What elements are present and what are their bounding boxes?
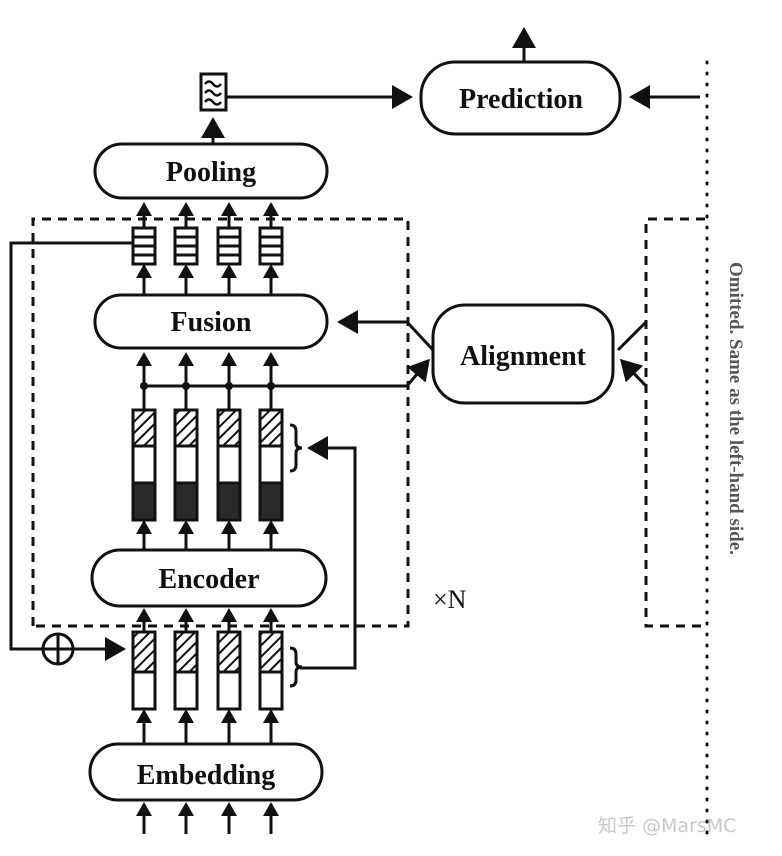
embedding-module: Embedding xyxy=(88,742,324,802)
embedded-vector-plain-cell xyxy=(216,670,242,711)
encoder-output-arrow-head xyxy=(178,520,194,534)
encoded-vector-plain-cell xyxy=(216,444,242,485)
right-to-alignment-arrow xyxy=(619,358,648,388)
encoded-vector-hatched-cell xyxy=(131,408,157,448)
embedded-vector-hatched-cell xyxy=(173,630,199,674)
fusion-module: Fusion xyxy=(93,293,329,350)
omitted-side-note: Omitted. Same as the left-hand side. xyxy=(725,262,746,555)
embedded-to-encoder-arrow-head xyxy=(221,608,237,622)
embedded-brace-icon xyxy=(289,646,303,688)
encoded-vector-dark-cell xyxy=(173,481,199,522)
input-arrow-head xyxy=(263,802,279,816)
encoded-to-fusion-arrow-head xyxy=(221,352,237,366)
prediction-module: Prediction xyxy=(419,60,622,136)
fused-to-pooling-arrow-head xyxy=(263,202,279,216)
input-arrow-head xyxy=(178,802,194,816)
encoded-vector-dark-cell xyxy=(258,481,284,522)
right-alignment-link-top xyxy=(616,320,648,352)
encoder-label: Encoder xyxy=(158,564,259,595)
encoded-vector-hatched-cell xyxy=(173,408,199,448)
fusion-output-arrow-head xyxy=(263,264,279,278)
encoded-vector-hatched-cell xyxy=(216,408,242,448)
pooling-label: Pooling xyxy=(166,157,256,188)
embedding-output-arrow-head xyxy=(178,709,194,723)
fused-to-pooling-arrow-head xyxy=(136,202,152,216)
embedded-vector-hatched-cell xyxy=(131,630,157,674)
wave-vector-icon xyxy=(199,72,228,112)
encoded-brace-icon xyxy=(289,423,303,473)
embedding-output-arrow-head xyxy=(221,709,237,723)
embedded-vector-hatched-cell xyxy=(258,630,284,674)
fusion-label: Fusion xyxy=(171,307,252,338)
embedded-vector-plain-cell xyxy=(131,670,157,711)
encoded-to-fusion-arrow-head xyxy=(178,352,194,366)
encoder-output-arrow-head xyxy=(136,520,152,534)
encoded-vector-hatched-cell xyxy=(258,408,284,448)
encoded-vector-dark-cell xyxy=(131,481,157,522)
fusion-output-arrow-head xyxy=(221,264,237,278)
embedded-vector-hatched-cell xyxy=(216,630,242,674)
embedded-to-encoder-arrow-head xyxy=(263,608,279,622)
embedding-output-arrow-head xyxy=(263,709,279,723)
encoded-vector-dark-cell xyxy=(216,481,242,522)
fused-to-pooling-arrow-head xyxy=(178,202,194,216)
embedding-output-arrow-head xyxy=(136,709,152,723)
embedded-vector-plain-cell xyxy=(173,670,199,711)
encoded-vector-plain-cell xyxy=(173,444,199,485)
fused-to-pooling-arrow-head xyxy=(221,202,237,216)
embedding-label: Embedding xyxy=(137,760,276,791)
prediction-label: Prediction xyxy=(459,84,583,115)
input-arrow-head xyxy=(136,802,152,816)
encoder-output-arrow-head xyxy=(221,520,237,534)
encoded-vector-plain-cell xyxy=(131,444,157,485)
input-arrow-head xyxy=(221,802,237,816)
embedded-vector-plain-cell xyxy=(258,670,284,711)
add-operator-icon xyxy=(41,632,75,666)
embedded-to-encoder-arrow-head xyxy=(178,608,194,622)
residual-connection-line xyxy=(9,241,133,651)
omitted-side-dashed-bracket xyxy=(644,217,705,628)
watermark: 知乎 @MarsMC xyxy=(598,815,736,837)
fusion-output-arrow-head xyxy=(136,264,152,278)
alignment-fusion-link xyxy=(405,320,435,352)
alignment-label: Alignment xyxy=(460,341,587,372)
encoded-vector-plain-cell xyxy=(258,444,284,485)
repeat-count-label: ×N xyxy=(433,585,467,614)
encoder-module: Encoder xyxy=(90,548,328,608)
encoded-to-fusion-arrow-head xyxy=(263,352,279,366)
repeat-block-dashed-border xyxy=(31,217,410,628)
encoded-to-fusion-arrow-head xyxy=(136,352,152,366)
embedded-to-encoder-arrow-head xyxy=(136,608,152,622)
encoder-output-arrow-head xyxy=(263,520,279,534)
fusion-output-arrow-head xyxy=(178,264,194,278)
alignment-module: Alignment xyxy=(431,303,615,405)
skip-connection-arrow xyxy=(300,436,357,670)
pooling-module: Pooling xyxy=(93,142,329,200)
